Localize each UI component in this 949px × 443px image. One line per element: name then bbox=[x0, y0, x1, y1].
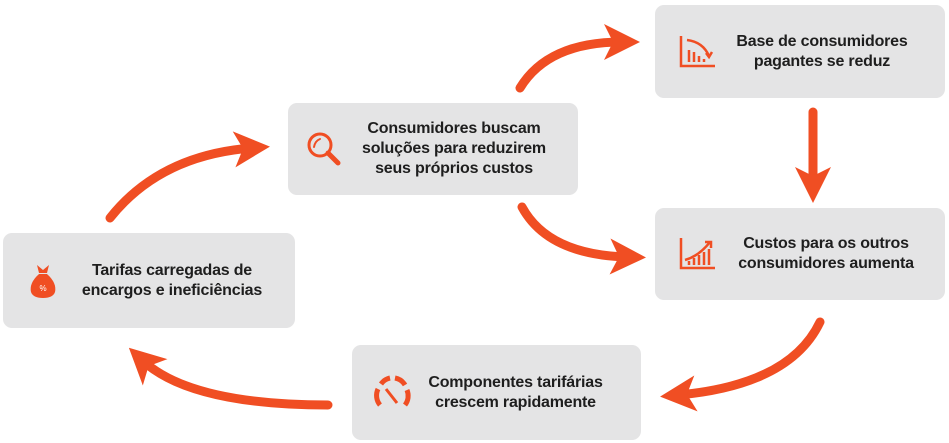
arrow-tarifas-to-search bbox=[105, 131, 270, 223]
step-label: Componentes tarifárias crescem rapidamen… bbox=[428, 373, 603, 411]
arrow-custos-to-componentes bbox=[660, 317, 825, 412]
step-consumidores-buscam: Consumidores buscam soluções para reduzi… bbox=[288, 103, 578, 195]
step-label: Tarifas carregadas de encargos e inefici… bbox=[81, 261, 263, 299]
step-label: Consumidores buscam soluções para reduzi… bbox=[362, 120, 546, 177]
step-label: Base de consumidores pagantes se reduz bbox=[736, 32, 908, 70]
speedometer-icon bbox=[374, 375, 411, 407]
money-bag-icon: % bbox=[30, 264, 56, 298]
step-label: Custos para os outros consumidores aumen… bbox=[738, 235, 914, 272]
step-base-reduz: Base de consumidores pagantes se reduz bbox=[655, 5, 945, 98]
search-icon bbox=[307, 132, 341, 166]
arrow-componentes-to-tarifas bbox=[128, 347, 333, 410]
step-componentes-crescem: Componentes tarifárias crescem rapidamen… bbox=[352, 345, 641, 440]
step-custos-aumenta: Custos para os outros consumidores aumen… bbox=[655, 208, 945, 300]
step-tarifas-carregadas: % Tarifas carregadas de encargos e inefi… bbox=[3, 233, 295, 328]
svg-text:%: % bbox=[39, 284, 46, 293]
arrow-search-to-custos bbox=[517, 202, 646, 275]
rising-chart-icon bbox=[679, 238, 715, 270]
declining-chart-icon bbox=[679, 35, 715, 67]
arrow-search-to-base bbox=[515, 24, 640, 93]
